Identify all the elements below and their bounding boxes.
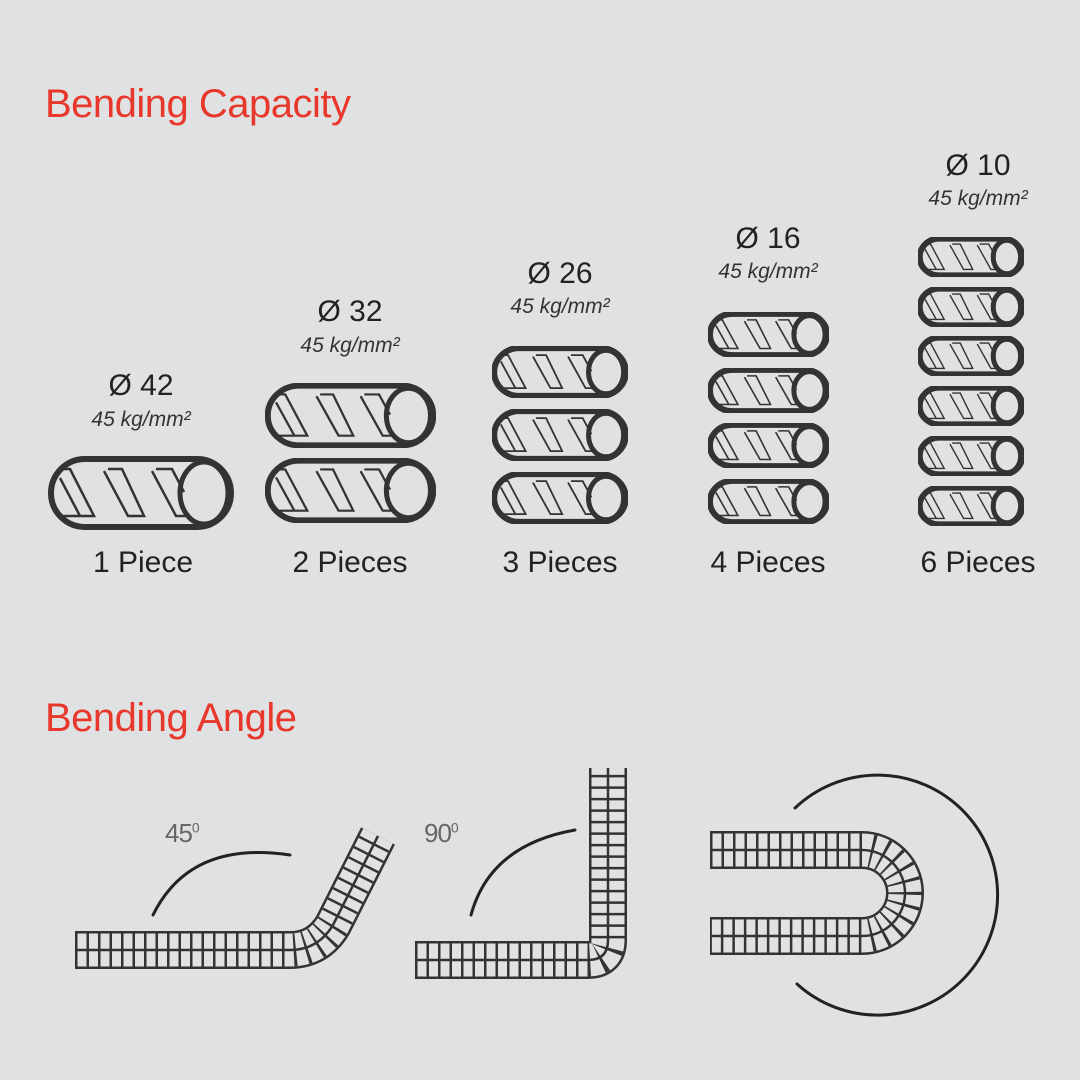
- strength-label: 45 kg/mm²: [91, 408, 191, 431]
- angle-label-45: 450: [165, 818, 200, 849]
- diameter-label: Ø 16: [735, 222, 801, 255]
- angle-value: 90: [424, 818, 452, 848]
- angle-arc-45: [151, 851, 292, 917]
- bent-rebar-90-icon: [415, 768, 627, 979]
- rebar-stroke: [710, 848, 907, 938]
- rebar-stroke: [710, 833, 922, 953]
- bending-capacity-title: Bending Capacity: [45, 82, 351, 126]
- bent-rebar-45-icon: [75, 827, 395, 969]
- pieces-label: 3 Pieces: [502, 546, 618, 579]
- angle-label-90: 900: [424, 818, 459, 849]
- angle-unit: 0: [450, 819, 459, 836]
- angle-value: 45: [165, 818, 193, 848]
- strength-label: 45 kg/mm²: [928, 187, 1028, 210]
- strength-label: 45 kg/mm²: [300, 334, 400, 357]
- diameter-label: Ø 32: [317, 295, 383, 328]
- rebar-stroke: [75, 835, 380, 952]
- angle-arc-90: [469, 828, 577, 917]
- bending-angle-title: Bending Angle: [45, 696, 297, 740]
- strength-label: 45 kg/mm²: [718, 260, 818, 283]
- pieces-label: 2 Pieces: [292, 546, 408, 579]
- rebar-stroke: [415, 768, 610, 962]
- angle-unit: 0: [191, 819, 200, 836]
- pieces-label: 1 Piece: [92, 546, 194, 579]
- strength-label: 45 kg/mm²: [510, 295, 610, 318]
- pieces-label: 4 Pieces: [710, 546, 826, 579]
- angle-arc-180: [793, 773, 1000, 1017]
- bent-rebar-180-icon: [710, 831, 924, 955]
- pieces-label: 6 Pieces: [920, 546, 1036, 579]
- rebar-stroke: [415, 768, 625, 977]
- diameter-label: Ø 42: [108, 369, 174, 402]
- rebar-stroke: [415, 768, 627, 979]
- diameter-label: Ø 26: [527, 257, 593, 290]
- diameter-label: Ø 10: [945, 149, 1011, 182]
- rebar-stroke: [415, 768, 625, 977]
